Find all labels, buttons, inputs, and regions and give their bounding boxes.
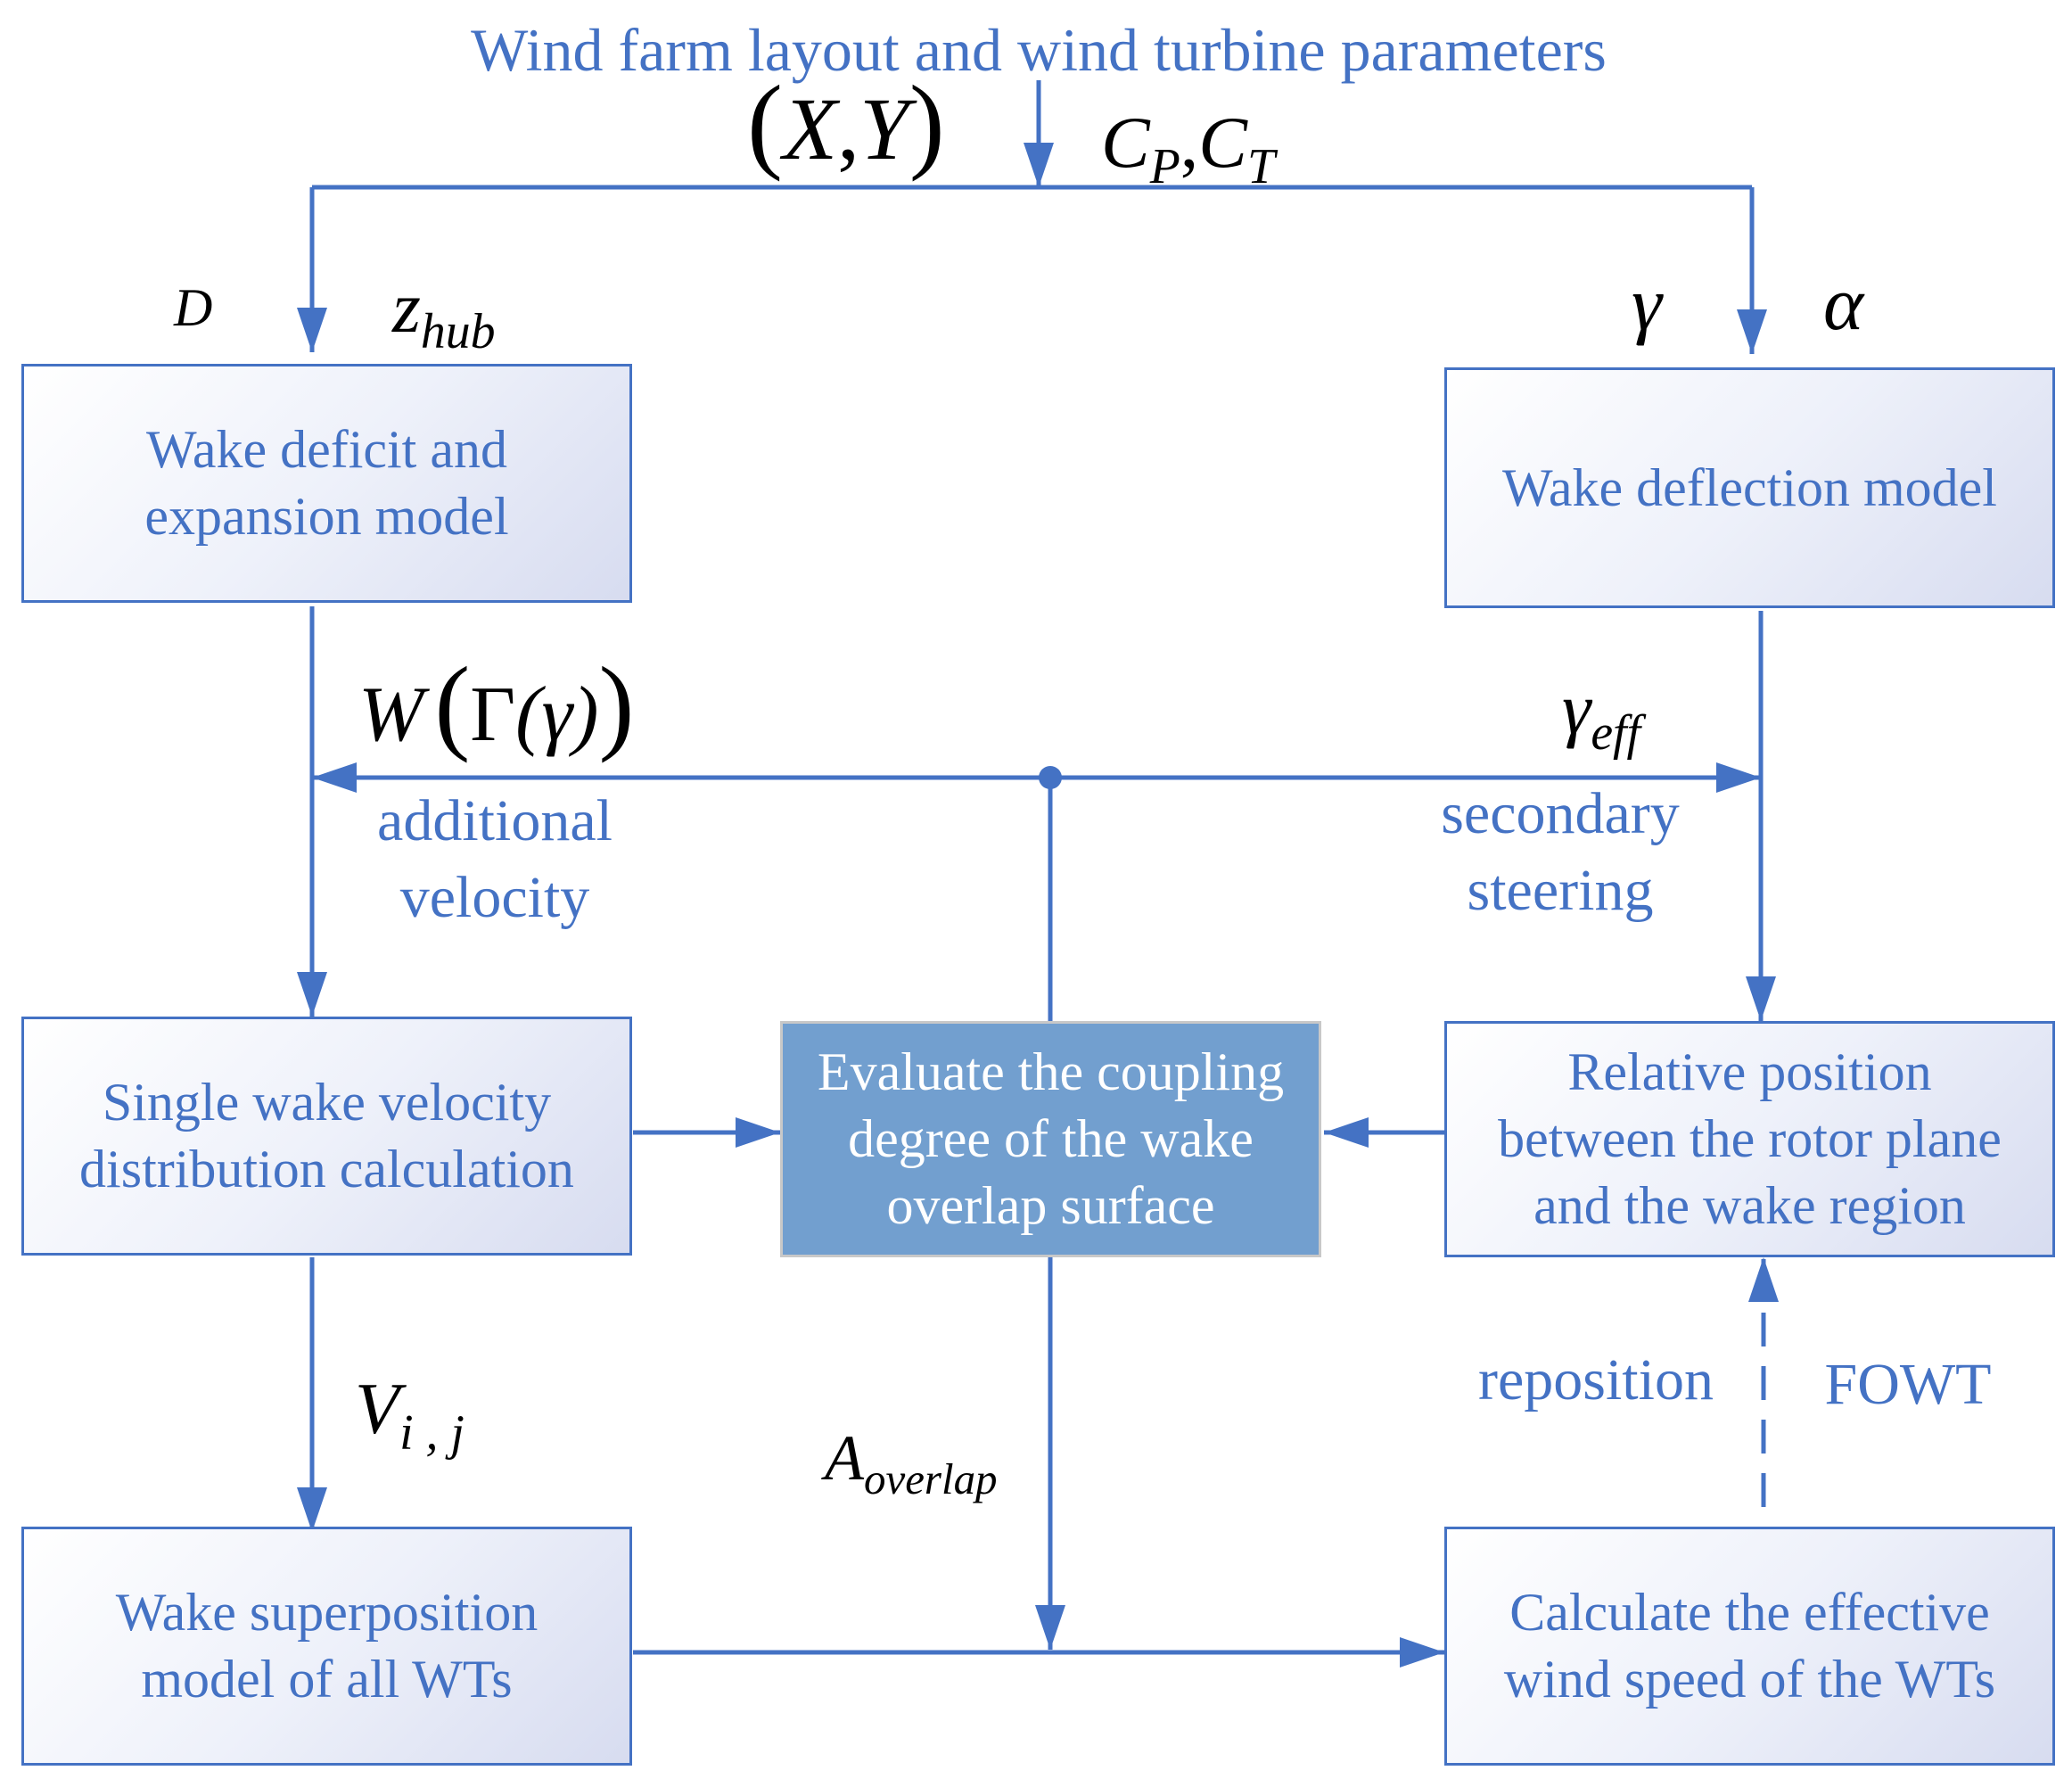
arrowhead-single-wake [297,972,327,1017]
var-cp: C [1101,102,1150,183]
math-xy: (X,Y) [747,70,945,183]
var-gamma: γ [1562,668,1591,749]
arrowhead-feedback-right [1716,762,1761,793]
wake-deflection-box: Wake deflection model [1444,367,2055,608]
var-z: z [392,267,421,348]
single-wake-box: Single wake velocity distribution calcul… [21,1017,632,1256]
single-wake-label: Single wake velocity distribution calcul… [79,1073,574,1198]
math-w-gamma: W(Γ(γ)) [358,651,634,769]
sub-hub: hub [420,303,496,359]
effective-speed-box: Calculate the effective wind speed of th… [1444,1527,2055,1766]
paren-right: ) [598,645,635,763]
additional-velocity-label: additional velocity [377,788,613,930]
arrowhead-effective [1400,1637,1444,1668]
reposition-label: reposition [1478,1347,1714,1412]
sub-overlap: overlap [863,1453,998,1503]
arrowhead-input [1024,143,1054,187]
arrowhead-wake-deficit [297,308,327,352]
arrowhead-feedback-left [312,762,357,793]
superposition-box: Wake superposition model of all WTs [21,1527,632,1766]
paren-left: ( [434,645,471,763]
sub-ij: i , j [399,1404,465,1461]
arrowhead-into-coupling-right [1324,1117,1369,1148]
var-w: W [358,671,424,758]
sub-t: T [1246,138,1275,194]
fowt-label: FOWT [1824,1352,1992,1417]
var-ct: C [1198,102,1247,183]
arrowhead-wake-deflection [1737,309,1767,354]
var-x: X [782,79,838,178]
paren-left: ( [747,63,783,182]
header-title: Wind farm layout and wind turbine parame… [471,16,1607,84]
arrowhead-reposition [1748,1257,1779,1302]
coupling-label: Evaluate the coupling degree of the wake… [817,1042,1285,1235]
math-v-ij: Vi , j [355,1368,465,1461]
var-capital-gamma: Γ [470,671,516,758]
math-d: D [174,278,213,337]
var-v: V [355,1368,400,1449]
arrowhead-into-coupling-left [736,1117,780,1148]
sub-p: P [1149,138,1180,194]
comma: , [837,79,860,178]
secondary-steering-label: secondary steering [1441,781,1680,923]
superposition-label: Wake superposition model of all WTs [115,1583,539,1709]
math-alpha: α [1823,260,1864,346]
sub-eff: eff [1591,704,1641,761]
math-cp-ct: CP,CT [1101,98,1275,195]
math-a-overlap: Aoverlap [825,1422,998,1503]
math-gamma-eff: γeff [1562,668,1640,761]
var-a: A [825,1422,864,1494]
var-y: Y [859,79,909,178]
math-zhub: zhub [392,267,496,359]
relative-position-label: Relative position between the rotor plan… [1498,1042,2002,1235]
arrowhead-coupling-down [1035,1605,1065,1650]
comma: , [1180,102,1199,183]
gamma-arg: (γ) [515,671,599,758]
effective-speed-label: Calculate the effective wind speed of th… [1503,1583,1996,1709]
junction-dot [1039,766,1062,789]
coupling-box: Evaluate the coupling degree of the wake… [780,1021,1321,1257]
wake-deficit-box: Wake deficit and expansion model [21,364,632,603]
arrowhead-relative-position [1746,976,1776,1021]
paren-right: ) [909,63,945,182]
wake-deflection-label: Wake deflection model [1502,457,1997,517]
math-gamma: γ [1632,260,1662,346]
wake-deficit-label: Wake deficit and expansion model [144,420,509,546]
arrowhead-superposition [297,1487,327,1532]
relative-position-box: Relative position between the rotor plan… [1444,1021,2055,1257]
